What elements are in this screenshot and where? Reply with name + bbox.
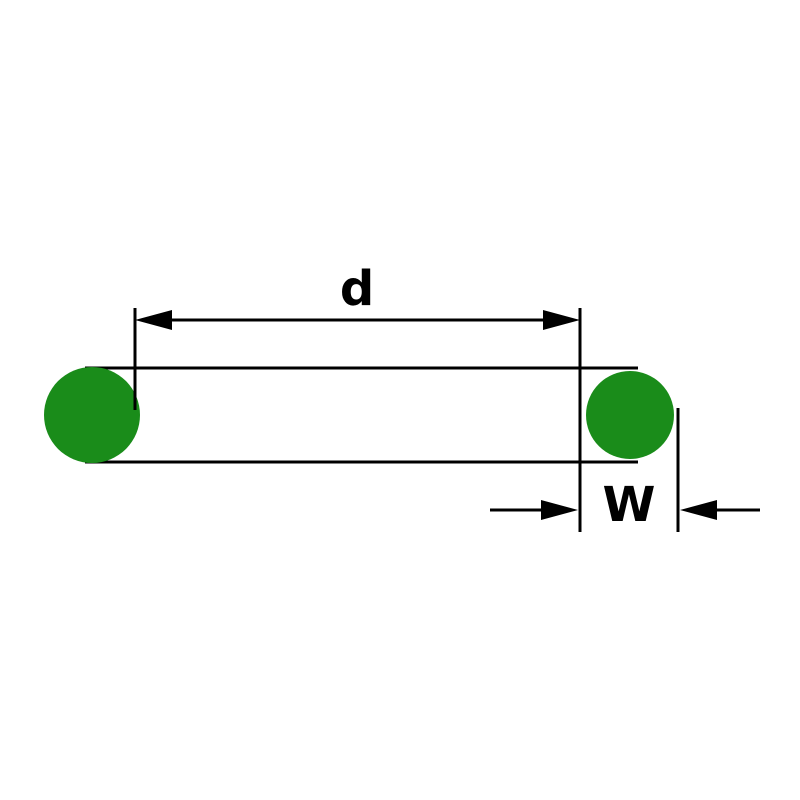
inner-diameter-label: d xyxy=(340,261,374,317)
oring-cross-section-right xyxy=(586,371,674,459)
w-arrowhead-right-icon xyxy=(680,500,717,520)
d-arrowhead-right-icon xyxy=(543,310,580,330)
w-arrowhead-left-icon xyxy=(541,500,578,520)
cross-section-width-label: W xyxy=(603,477,656,533)
d-arrowhead-left-icon xyxy=(135,310,172,330)
oring-cross-section-left xyxy=(44,367,140,463)
